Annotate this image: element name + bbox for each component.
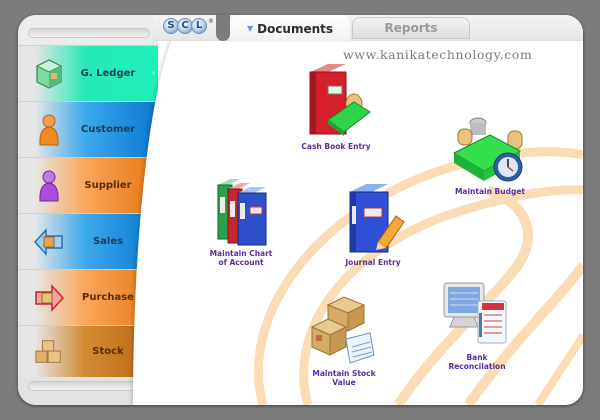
tab-reports[interactable]: Reports (352, 17, 470, 39)
tile-label: Cash Book Entry (301, 142, 371, 151)
sidebar-item-label: G. Ledger (80, 68, 136, 79)
triangle-down-icon: ▼ (246, 24, 254, 33)
budget-money-clock-icon (452, 117, 523, 182)
orange-person-icon (34, 113, 64, 147)
tile-journal-entry[interactable]: Journal Entry (338, 180, 408, 267)
registered-mark: ® (208, 18, 214, 25)
stacked-boxes-icon (34, 335, 64, 369)
chevron-right-icon: › (151, 68, 155, 77)
tile-label: Maintain Stock Value (312, 369, 376, 387)
sidebar: G. Ledger › Customer Supplier (18, 15, 158, 405)
sidebar-item-label: Supplier (84, 180, 132, 191)
sidebar-bottom-cap (28, 381, 150, 391)
logo-letter: L (191, 18, 207, 34)
cash-book-icon (309, 64, 371, 136)
tile-label: Maintain Budget (454, 187, 526, 196)
binders-icon (217, 179, 267, 246)
bank-reconcile-icon (443, 282, 507, 344)
sidebar-item-label: Sales (92, 236, 124, 247)
sidebar-item-supplier[interactable]: Supplier (18, 157, 158, 213)
sales-arrow-box-icon (34, 225, 64, 259)
tile-maintain-chart-of-account[interactable]: Maintain Chart of Account (206, 173, 276, 267)
tile-bank-reconcilation[interactable]: Bank Reconcilation (438, 273, 516, 371)
sidebar-item-label: Stock (92, 346, 124, 357)
sidebar-top-cap (28, 28, 150, 38)
tile-maintain-stock-value[interactable]: Maintain Stock Value (306, 291, 382, 387)
journal-pencil-icon (349, 184, 405, 253)
sidebar-item-g-ledger[interactable]: G. Ledger › (18, 45, 158, 101)
tile-maintain-budget[interactable]: Maintain Budget (450, 113, 530, 196)
tab-separator (216, 15, 230, 41)
tile-cash-book-entry[interactable]: Cash Book Entry (298, 62, 374, 151)
ledger-cube-icon (34, 57, 64, 91)
sidebar-item-customer[interactable]: Customer (18, 101, 158, 157)
purchase-arrow-box-icon (34, 281, 64, 315)
tab-label: Reports (384, 21, 438, 35)
sidebar-item-label: Customer (80, 124, 136, 135)
sidebar-item-label: Purchase (82, 292, 134, 303)
app-window: G. Ledger › Customer Supplier (18, 15, 583, 405)
tile-label: Maintain Chart of Account (209, 249, 273, 267)
app-logo: S C L ® (163, 18, 214, 34)
stock-boxes-icon (310, 296, 375, 364)
sidebar-item-sales[interactable]: Sales (18, 213, 158, 269)
tab-label: Documents (257, 21, 334, 36)
tile-label: Journal Entry (345, 258, 401, 267)
purple-person-icon (34, 169, 64, 203)
tab-documents[interactable]: ▼ Documents (230, 15, 350, 42)
tile-label: Bank Reconcilation (448, 353, 506, 371)
watermark-url: www.kanikatechnology.com (343, 47, 533, 62)
